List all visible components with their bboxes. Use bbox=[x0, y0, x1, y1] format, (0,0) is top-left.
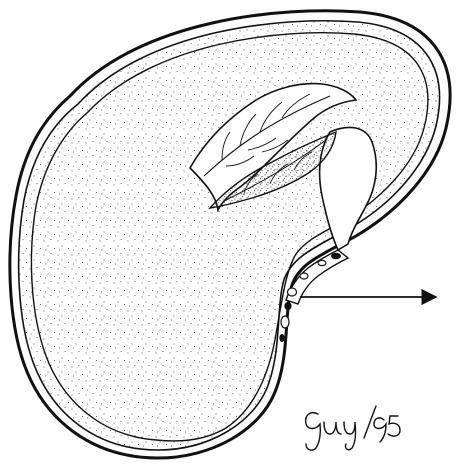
seed-coat bbox=[10, 11, 450, 458]
artist-signature bbox=[306, 406, 400, 450]
